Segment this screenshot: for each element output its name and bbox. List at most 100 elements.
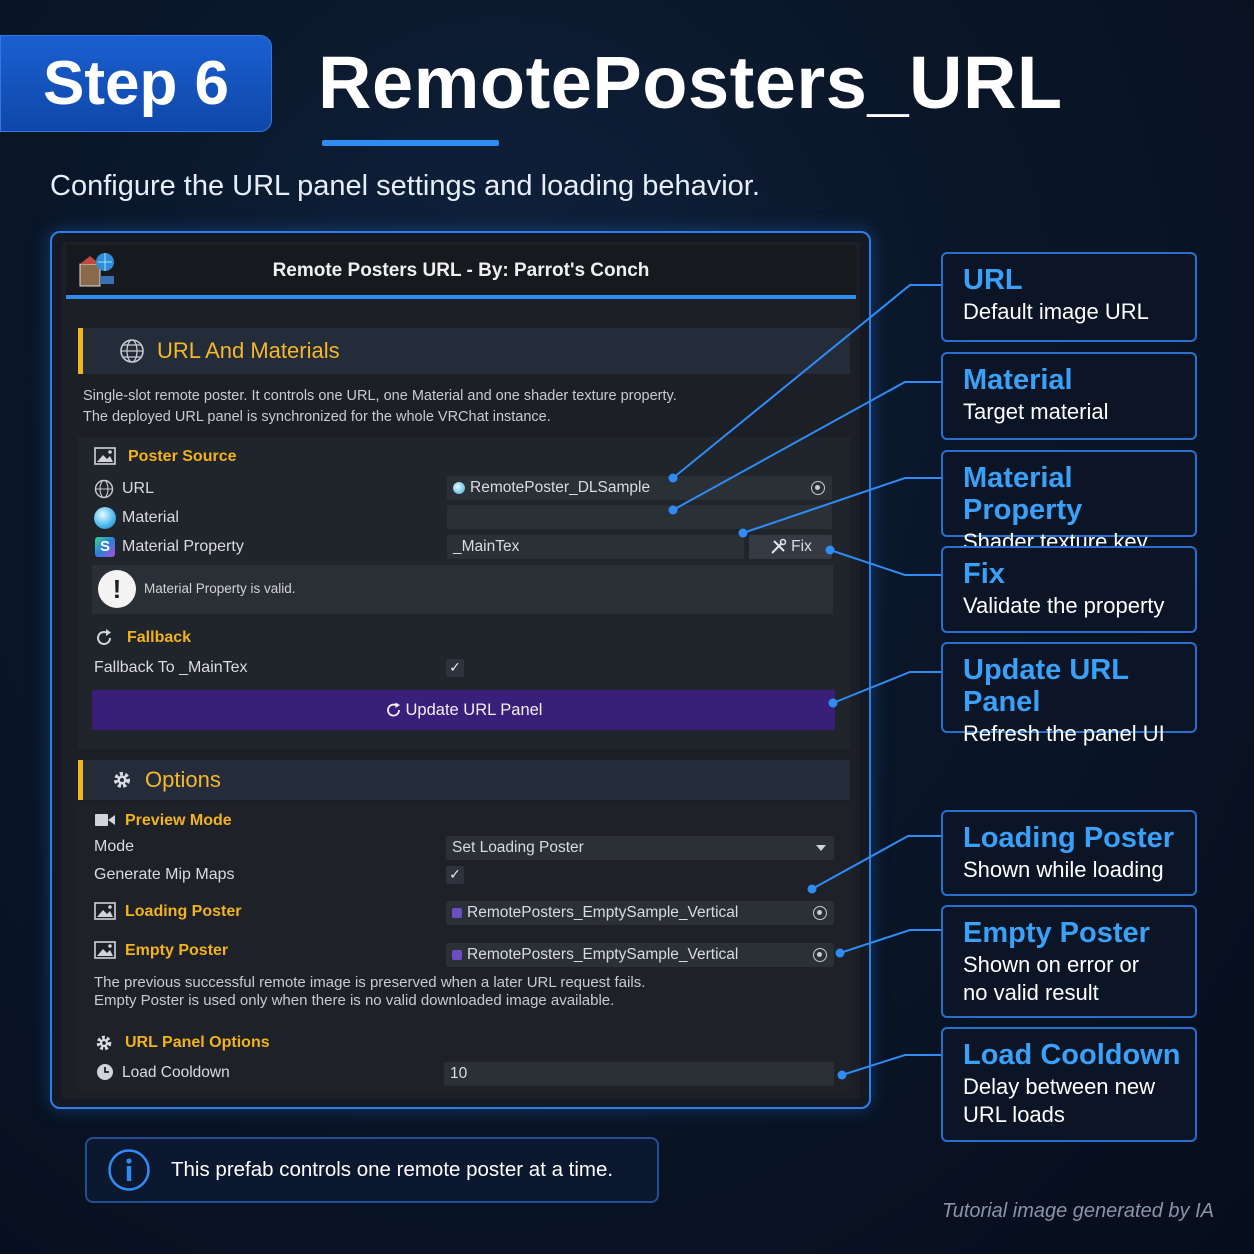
callout-title: Material	[963, 364, 1073, 396]
material-property-input[interactable]: _MainTex	[447, 535, 744, 559]
connector-material-property	[742, 477, 941, 534]
mode-dropdown[interactable]: Set Loading Poster	[446, 836, 834, 860]
callout-load-cooldown: Load Cooldown Delay between new URL load…	[941, 1027, 1197, 1142]
panel-header-divider	[66, 295, 856, 299]
footer-note: Tutorial image generated by IA	[941, 1200, 1214, 1222]
image-icon	[94, 447, 116, 465]
callout-desc: Refresh the panel UI	[963, 721, 1165, 746]
tools-icon	[771, 538, 787, 554]
callout-title: Update URL Panel	[963, 654, 1129, 718]
connector-dot	[837, 1070, 847, 1080]
callout-loading-poster: Loading Poster Shown while loading	[941, 810, 1197, 896]
note-line-1: The previous successful remote image is …	[94, 974, 646, 991]
fix-button[interactable]: Fix	[749, 535, 832, 559]
globe-icon	[94, 479, 114, 499]
url-object-field[interactable]: RemotePoster_DLSample	[447, 476, 832, 500]
callout-title: Material Property	[963, 462, 1083, 526]
connector-material	[672, 381, 941, 511]
info-icon	[108, 1149, 150, 1191]
callout-material: Material Target material	[941, 352, 1197, 440]
fallback-label: Fallback	[127, 629, 192, 646]
empty-poster-object-field[interactable]: RemotePosters_EmptySample_Vertical	[446, 943, 834, 967]
chevron-down-icon	[816, 845, 826, 851]
clock-icon	[97, 1064, 113, 1080]
update-button-label: Update URL Panel	[405, 700, 543, 719]
globe-icon	[120, 339, 144, 363]
section-header-url-and-materials[interactable]: URL And Materials	[78, 328, 850, 374]
section-accent-bar	[78, 328, 83, 374]
refresh-icon	[97, 629, 111, 645]
connector-update-url-panel	[832, 671, 941, 704]
empty-poster-picker-icon[interactable]	[813, 948, 827, 962]
section-description: Single-slot remote poster. It controls o…	[83, 386, 677, 428]
connector-dot	[668, 505, 678, 515]
callout-fix: Fix Validate the property	[941, 546, 1197, 633]
shader-icon: S	[95, 537, 115, 557]
callout-title: Load Cooldown	[963, 1039, 1181, 1071]
image-icon	[94, 902, 116, 920]
url-object-picker-icon[interactable]	[811, 481, 825, 495]
section-title-url-and-materials: URL And Materials	[157, 338, 340, 363]
connector-dot	[738, 528, 748, 538]
callout-desc: URL loads	[963, 1102, 1065, 1127]
callout-empty-poster: Empty Poster Shown on error or no valid …	[941, 905, 1197, 1018]
validation-help-box	[92, 565, 833, 614]
connector-dot	[807, 884, 817, 894]
callout-desc: Validate the property	[963, 593, 1165, 618]
info-note-text: This prefab controls one remote poster a…	[171, 1158, 614, 1181]
material-label: Material	[122, 509, 179, 526]
load-cooldown-label: Load Cooldown	[122, 1064, 230, 1081]
callout-desc: no valid result	[963, 980, 1099, 1005]
title-underline	[322, 140, 499, 146]
callout-desc: Shown while loading	[963, 857, 1164, 882]
section-title-options: Options	[145, 767, 221, 792]
callout-desc: Target material	[963, 399, 1109, 424]
section-accent-bar	[78, 760, 83, 800]
connector-fix	[829, 549, 941, 576]
url-label: URL	[122, 480, 155, 497]
options-note: The previous successful remote image is …	[94, 974, 645, 1010]
generate-mip-maps-checkbox[interactable]: ✓	[446, 866, 464, 884]
empty-poster-label: Empty Poster	[125, 942, 229, 959]
connector-load-cooldown	[841, 1054, 941, 1076]
poster-source-label: Poster Source	[128, 448, 237, 465]
callout-title: Loading Poster	[963, 822, 1175, 854]
description-line-1: Single-slot remote poster. It controls o…	[83, 388, 677, 404]
material-sphere-icon	[94, 507, 116, 529]
panel-header: Remote Posters URL - By: Parrot's Conch	[66, 245, 856, 297]
callout-update-url-panel: Update URL Panel Refresh the panel UI	[941, 642, 1197, 746]
loading-poster-label: Loading Poster	[125, 903, 242, 920]
connector-dot	[825, 545, 835, 555]
section-header-options[interactable]: Options	[78, 760, 850, 800]
callout-title: URL	[963, 264, 1023, 296]
preview-mode-label: Preview Mode	[125, 812, 232, 829]
fallback-checkbox[interactable]: ✓	[446, 659, 464, 677]
connector-dot	[828, 698, 838, 708]
gear-icon	[96, 1035, 112, 1051]
image-icon	[94, 941, 116, 959]
step-badge: Step 6	[0, 35, 272, 132]
parrot-logo-icon	[79, 253, 114, 287]
callout-title: Empty Poster	[963, 917, 1150, 949]
info-note-box: This prefab controls one remote poster a…	[85, 1137, 659, 1203]
update-url-panel-button[interactable]: Update URL Panel	[92, 690, 835, 730]
connector-loading-poster	[811, 835, 941, 890]
gear-icon	[114, 772, 130, 788]
load-cooldown-input[interactable]: 10	[444, 1062, 834, 1086]
callout-desc: Default image URL	[963, 299, 1149, 324]
connector-dot	[668, 473, 678, 483]
loading-poster-object-field[interactable]: RemotePosters_EmptySample_Vertical	[446, 901, 834, 925]
url-value: RemotePoster_DLSample	[470, 479, 651, 496]
texture-asset-icon	[452, 950, 462, 960]
refresh-icon	[386, 702, 400, 717]
mode-value: Set Loading Poster	[452, 839, 584, 856]
mode-label: Mode	[94, 838, 135, 855]
generate-mip-maps-label: Generate Mip Maps	[94, 866, 235, 883]
page-subtitle: Configure the URL panel settings and loa…	[50, 170, 760, 202]
connector-url	[672, 284, 941, 479]
validation-message: Material Property is valid.	[144, 581, 296, 596]
description-line-2: The deployed URL panel is synchronized f…	[83, 409, 551, 425]
loading-poster-picker-icon[interactable]	[813, 906, 827, 920]
note-line-2: Empty Poster is used only when there is …	[94, 992, 615, 1009]
